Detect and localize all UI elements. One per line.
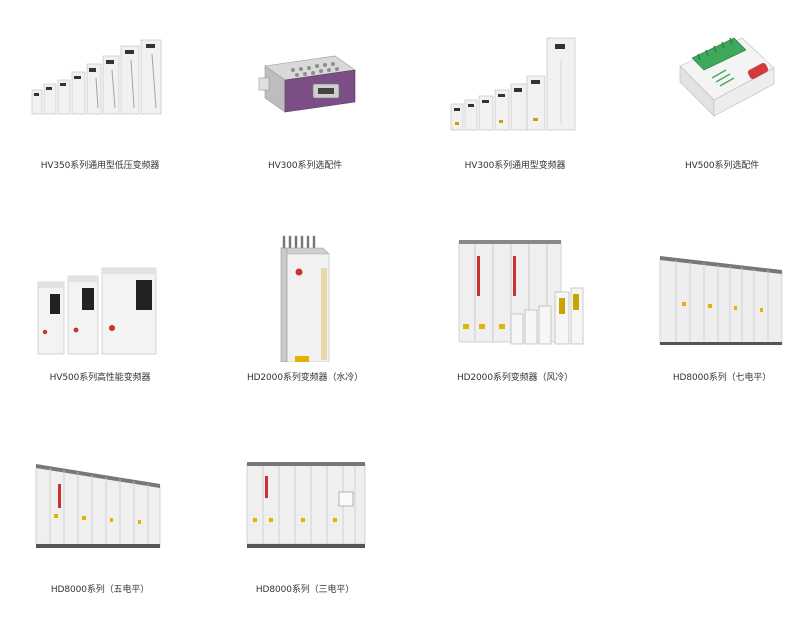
cabinet-row-icon bbox=[35, 464, 161, 549]
product-card-hv500[interactable]: HV500系列高性能变频器 bbox=[0, 212, 200, 412]
product-card-hd2000-water[interactable]: HD2000系列变频器（水冷） bbox=[205, 212, 405, 412]
product-grid: HV350系列通用型低压变频器 HV300系列选配件 bbox=[0, 0, 800, 595]
product-card-hv500-options[interactable]: HV500系列选配件 bbox=[622, 0, 800, 200]
drive-family-icon bbox=[450, 37, 576, 131]
product-label[interactable]: HV500系列选配件 bbox=[684, 161, 760, 171]
product-image-hd2000-water[interactable] bbox=[205, 232, 405, 362]
product-label[interactable]: HV500系列高性能变频器 bbox=[49, 373, 151, 383]
cabinet-row-icon bbox=[246, 462, 366, 548]
product-card-hv350[interactable]: HV350系列通用型低压变频器 bbox=[0, 0, 200, 200]
product-image-hv500[interactable] bbox=[0, 232, 200, 362]
product-image-hd8000-5level[interactable] bbox=[0, 444, 200, 574]
product-image-hv500-options[interactable] bbox=[622, 20, 800, 150]
product-label[interactable]: HD2000系列变频器（风冷） bbox=[456, 373, 574, 383]
product-label[interactable]: HV300系列通用型变频器 bbox=[464, 161, 566, 171]
product-card-hd2000-air[interactable]: HD2000系列变频器（风冷） bbox=[415, 212, 615, 412]
terminal-module-icon bbox=[679, 37, 775, 117]
cabinet-drive-icon bbox=[458, 240, 584, 345]
product-image-hv300-options[interactable] bbox=[205, 20, 405, 150]
product-image-hd8000-3level[interactable] bbox=[205, 444, 405, 574]
product-card-hv300-options[interactable]: HV300系列选配件 bbox=[205, 0, 405, 200]
product-image-hv300[interactable] bbox=[415, 20, 615, 150]
product-label[interactable]: HV300系列选配件 bbox=[267, 161, 343, 171]
product-card-hd8000-7level[interactable]: HD8000系列（七电平） bbox=[622, 212, 800, 412]
drive-family-icon bbox=[37, 267, 157, 355]
drive-family-icon bbox=[31, 39, 162, 115]
product-label[interactable]: HD2000系列变频器（水冷） bbox=[246, 373, 364, 383]
water-cooled-drive-icon bbox=[280, 235, 330, 362]
product-label[interactable]: HV350系列通用型低压变频器 bbox=[40, 161, 160, 171]
product-card-hv300[interactable]: HV300系列通用型变频器 bbox=[415, 0, 615, 200]
product-card-hd8000-5level[interactable]: HD8000系列（五电平） bbox=[0, 424, 200, 624]
product-label[interactable]: HD8000系列（五电平） bbox=[50, 585, 150, 595]
product-image-hd8000-7level[interactable] bbox=[622, 232, 800, 362]
product-label[interactable]: HD8000系列（三电平） bbox=[255, 585, 355, 595]
cabinet-row-icon bbox=[659, 256, 783, 345]
product-card-hd8000-3level[interactable]: HD8000系列（三电平） bbox=[205, 424, 405, 624]
product-image-hd2000-air[interactable] bbox=[415, 232, 615, 362]
option-module-icon bbox=[258, 55, 356, 113]
product-label[interactable]: HD8000系列（七电平） bbox=[672, 373, 772, 383]
product-image-hv350[interactable] bbox=[0, 20, 200, 150]
